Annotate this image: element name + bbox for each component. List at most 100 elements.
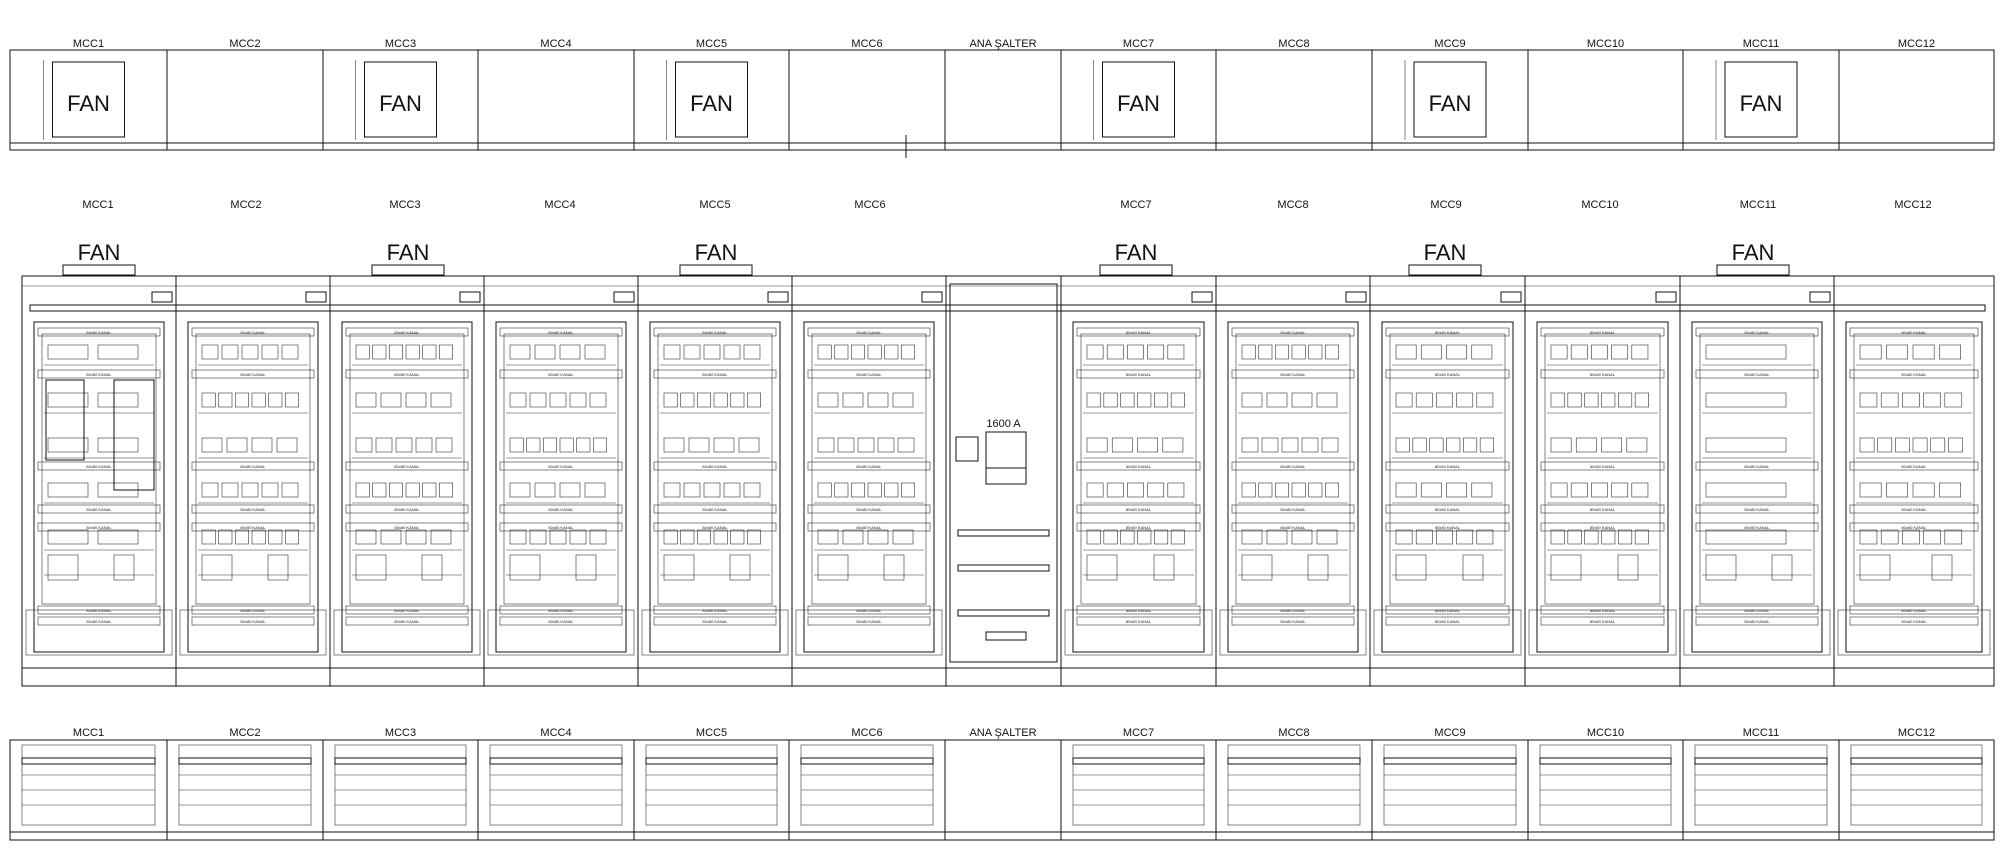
- fan-label: FAN: [1117, 91, 1160, 116]
- component-module: [1395, 392, 1413, 408]
- component-module: [1550, 529, 1565, 545]
- component-module: [730, 529, 745, 545]
- cabinet-interior: [1227, 321, 1359, 653]
- gland-plate: [645, 744, 778, 826]
- bottom-compartment: [487, 609, 635, 656]
- cable-duct: [1076, 461, 1201, 471]
- top-panel-label: MCC11: [1743, 38, 1779, 50]
- duct-label: 80x80 KANAL: [394, 619, 420, 624]
- component-module: [1705, 392, 1787, 408]
- component-module: [1281, 437, 1299, 453]
- component-module: [1325, 344, 1339, 360]
- component-module: [877, 437, 895, 453]
- component-module: [201, 344, 219, 360]
- terminal-block: [1086, 554, 1118, 581]
- component-module: [1859, 482, 1882, 498]
- cable-duct: [499, 616, 623, 626]
- component-module: [405, 344, 420, 360]
- component-module: [713, 437, 735, 453]
- duct-label: 80x80 KANAL: [1901, 608, 1927, 613]
- duct-label: 80x80 KANAL: [1435, 608, 1461, 613]
- component-module: [405, 482, 420, 498]
- component-module: [97, 437, 139, 453]
- component-module: [534, 482, 556, 498]
- bottom-panel-label: MCC6: [851, 727, 882, 739]
- gland-strip: [1383, 757, 1517, 765]
- component-module: [1120, 529, 1135, 545]
- component-module: [549, 529, 567, 545]
- duct-label: 80x80 KANAL: [1435, 525, 1461, 530]
- cable-duct: [1076, 369, 1201, 379]
- bottom-panel-label: MCC12: [1898, 727, 1935, 739]
- component-module: [589, 392, 607, 408]
- component-module: [688, 437, 710, 453]
- component-module: [1258, 482, 1273, 498]
- cable-duct: [807, 522, 931, 532]
- cable-duct: [191, 522, 315, 532]
- duct-label: 80x80 KANAL: [702, 507, 728, 512]
- component-module: [97, 392, 139, 408]
- front-panel-label: MCC7: [1120, 199, 1151, 211]
- front-fan-label: FAN: [387, 240, 430, 265]
- duct-label: 80x80 KANAL: [240, 619, 266, 624]
- duct-label: 80x80 KANAL: [86, 507, 112, 512]
- component-module: [1705, 344, 1787, 360]
- component-module: [892, 529, 914, 545]
- component-module: [680, 529, 695, 545]
- component-module: [1241, 437, 1259, 453]
- cable-duct: [1076, 327, 1201, 337]
- mounting-plate: [1080, 333, 1197, 605]
- component-module: [1456, 529, 1474, 545]
- component-module: [747, 392, 761, 408]
- component-module: [1086, 392, 1101, 408]
- duct-label: 80x80 KANAL: [1901, 372, 1927, 377]
- cable-duct: [499, 327, 623, 337]
- roof-fan-housing: [62, 264, 136, 276]
- duct-label: 80x80 KANAL: [1590, 464, 1616, 469]
- component-module: [713, 392, 728, 408]
- component-module: [1886, 344, 1909, 360]
- cable-duct: [653, 616, 777, 626]
- duct-label: 80x80 KANAL: [856, 330, 882, 335]
- cable-duct: [345, 461, 469, 471]
- cable-duct: [1231, 369, 1355, 379]
- component-module: [1912, 482, 1935, 498]
- front-fan-label: FAN: [78, 240, 121, 265]
- component-module: [747, 529, 761, 545]
- component-module: [1859, 344, 1882, 360]
- fan-label: FAN: [67, 91, 110, 116]
- component-module: [355, 344, 370, 360]
- component-module: [569, 529, 587, 545]
- duct-label: 80x80 KANAL: [548, 608, 574, 613]
- mounting-plate: [349, 333, 465, 605]
- bottom-compartment: [1219, 609, 1367, 656]
- component-module: [1167, 344, 1185, 360]
- component-module: [529, 529, 547, 545]
- component-module: [241, 482, 259, 498]
- busbar-joint: [1655, 291, 1677, 303]
- duct-label: 80x80 KANAL: [548, 525, 574, 530]
- duct-label: 80x80 KANAL: [1435, 507, 1461, 512]
- duct-label: 80x80 KANAL: [1901, 507, 1927, 512]
- busbar-joint: [613, 291, 635, 303]
- cable-duct: [807, 327, 931, 337]
- component-module: [1266, 529, 1288, 545]
- component-module: [221, 344, 239, 360]
- duct-label: 80x80 KANAL: [1280, 608, 1306, 613]
- component-module: [221, 482, 239, 498]
- busbar-support: [957, 564, 1050, 572]
- top-panel-label: MCC12: [1898, 38, 1935, 50]
- duct-label: 80x80 KANAL: [394, 525, 420, 530]
- cable-duct: [1540, 369, 1665, 379]
- component-module: [683, 344, 701, 360]
- component-module: [201, 392, 216, 408]
- component-module: [1886, 482, 1909, 498]
- cabinet-interior: [1536, 321, 1669, 653]
- mounting-plate: [1699, 333, 1815, 605]
- gland-strip: [1694, 757, 1828, 765]
- component-module: [1567, 529, 1582, 545]
- terminal-block: [201, 554, 233, 581]
- front-panel-label: MCC9: [1430, 199, 1461, 211]
- duct-label: 80x80 KANAL: [394, 372, 420, 377]
